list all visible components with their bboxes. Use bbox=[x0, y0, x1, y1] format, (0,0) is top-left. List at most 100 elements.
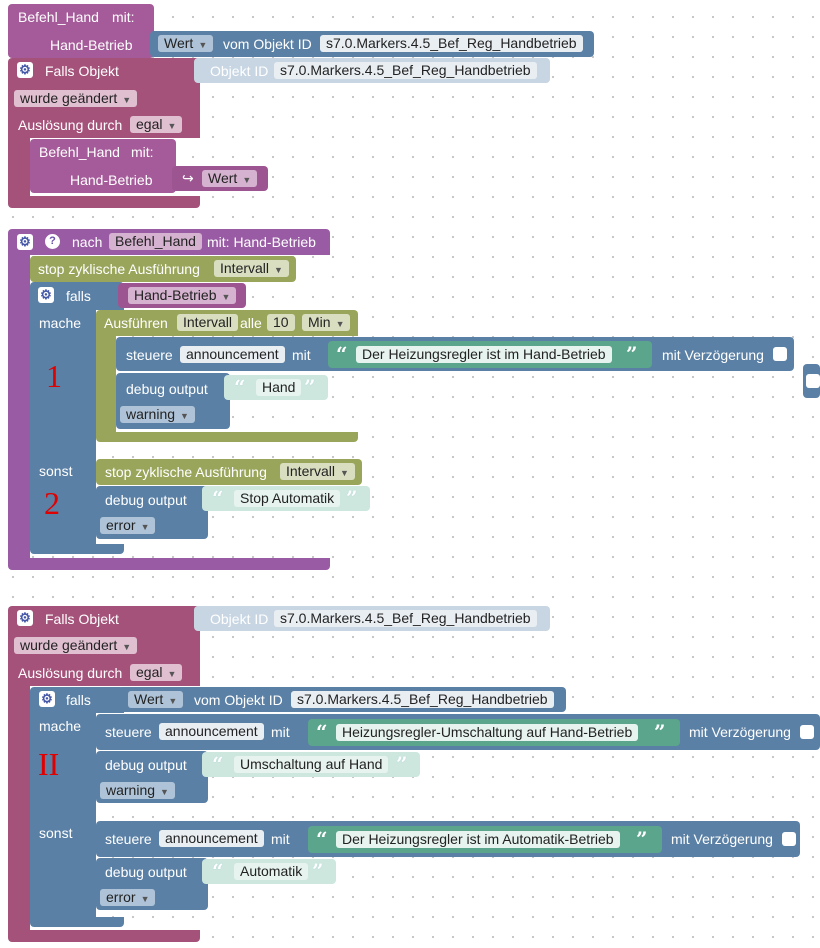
message-text-field[interactable]: Der Heizungsregler ist im Automatik-Betr… bbox=[336, 831, 620, 848]
arrow-in-icon: ↪ bbox=[182, 170, 194, 186]
message-text-field[interactable]: Der Heizungsregler ist im Hand-Betrieb bbox=[356, 346, 612, 363]
debug-output-block-4[interactable]: debug output error▼ bbox=[96, 858, 208, 910]
open-quote-icon: “ bbox=[316, 827, 328, 851]
function-definition-spine bbox=[8, 255, 30, 559]
gear-icon[interactable]: ⚙ bbox=[39, 691, 55, 707]
if-else-block-spine bbox=[30, 310, 96, 544]
log-level-dropdown[interactable]: warning▼ bbox=[100, 782, 175, 799]
checkbox-icon bbox=[806, 374, 820, 388]
delay-checkbox[interactable] bbox=[800, 725, 814, 739]
value-dropdown[interactable]: Wert▼ bbox=[158, 35, 214, 52]
condition-param-dropdown[interactable]: Hand-Betrieb▼ bbox=[128, 287, 237, 304]
ausloesung-dropdown[interactable]: egal▼ bbox=[130, 664, 183, 681]
text-literal-block-2[interactable]: “ Heizungsregler-Umschaltung auf Hand-Be… bbox=[308, 719, 680, 746]
debug-output-block-2[interactable]: debug output error▼ bbox=[96, 486, 208, 539]
interval-value-field[interactable]: 10 bbox=[267, 314, 295, 331]
unit-dropdown[interactable]: Min▼ bbox=[302, 314, 351, 331]
annotation-marker-ii: II bbox=[38, 746, 60, 782]
interval-block-header[interactable]: Ausführen Intervall alle 10 Min▼ bbox=[96, 310, 358, 336]
value-dropdown[interactable]: Wert▼ bbox=[128, 691, 184, 708]
function-call-param-row[interactable]: Hand-Betrieb bbox=[8, 31, 154, 58]
delay-checkbox[interactable] bbox=[782, 832, 796, 846]
mit-verzoegerung-label: mit Verzögerung bbox=[662, 347, 764, 363]
mit-label: mit bbox=[271, 724, 290, 740]
debug-text-field[interactable]: Umschaltung auf Hand bbox=[234, 756, 389, 773]
interval-name-field[interactable]: Intervall bbox=[177, 314, 239, 331]
stop-interval-block-2[interactable]: stop zyklische Ausführung Intervall▼ bbox=[96, 459, 362, 485]
event-block-body-spine-2 bbox=[8, 686, 30, 930]
steuere-label: steuere bbox=[105, 724, 152, 740]
interval-block-footer bbox=[96, 432, 358, 442]
vom-objekt-id-label: vom Objekt ID bbox=[223, 36, 312, 52]
debug-text-block-2[interactable]: “ Stop Automatik ” bbox=[202, 486, 370, 511]
param-value-block[interactable]: ↪ Wert▼ bbox=[172, 166, 268, 191]
debug-output-block[interactable]: debug output warning▼ bbox=[116, 373, 230, 429]
log-level-dropdown[interactable]: error▼ bbox=[100, 889, 156, 906]
debug-text-block-4[interactable]: “ Automatik ” bbox=[202, 859, 336, 884]
interval-dropdown[interactable]: Intervall▼ bbox=[214, 260, 289, 277]
text-literal-block[interactable]: “ Der Heizungsregler ist im Hand-Betrieb… bbox=[328, 341, 652, 368]
close-quote-icon: ” bbox=[626, 342, 638, 366]
falls-objekt-label: Falls Objekt bbox=[45, 611, 119, 627]
announcement-field[interactable]: announcement bbox=[159, 830, 264, 847]
function-name-field[interactable]: Befehl_Hand bbox=[109, 233, 202, 250]
trigger-type-dropdown[interactable]: wurde geändert▼ bbox=[14, 637, 138, 654]
inner-function-call[interactable]: Befehl_Hand mit: Hand-Betrieb bbox=[30, 139, 176, 193]
objekt-id-block[interactable]: Objekt ID s7.0.Markers.4.5_Bef_Reg_Handb… bbox=[194, 58, 550, 83]
objekt-id-label: Objekt ID bbox=[210, 611, 269, 627]
close-quote-icon: ” bbox=[304, 375, 316, 399]
event-block-falls-objekt-2[interactable]: ⚙ Falls Objekt wurde geändert▼ Auslösung… bbox=[8, 606, 200, 686]
object-id-field[interactable]: s7.0.Markers.4.5_Bef_Reg_Handbetrieb bbox=[320, 35, 583, 52]
wert-dropdown[interactable]: Wert▼ bbox=[202, 170, 258, 187]
debug-text-block[interactable]: “ Hand ” bbox=[224, 375, 328, 400]
ausloesung-label: Auslösung durch bbox=[18, 665, 123, 681]
trigger-type-dropdown[interactable]: wurde geändert▼ bbox=[14, 90, 138, 107]
interval-dropdown[interactable]: Intervall▼ bbox=[280, 463, 355, 480]
close-quote-icon: ” bbox=[654, 720, 666, 744]
function-call-block-befehl-hand[interactable]: Befehl_Hand mit: bbox=[8, 4, 154, 31]
debug-text-field[interactable]: Automatik bbox=[234, 863, 309, 880]
get-value-block[interactable]: Wert▼ vom Objekt ID s7.0.Markers.4.5_Bef… bbox=[150, 31, 594, 57]
vom-objekt-id-label: vom Objekt ID bbox=[194, 692, 283, 708]
function-definition-header[interactable]: ⚙ ? nach Befehl_Hand mit: Hand-Betrieb bbox=[8, 229, 330, 255]
gear-icon[interactable]: ⚙ bbox=[38, 287, 54, 303]
debug-output-label: debug output bbox=[105, 864, 187, 880]
announcement-field[interactable]: announcement bbox=[180, 346, 285, 363]
log-level-dropdown[interactable]: warning▼ bbox=[120, 406, 195, 423]
event-block-falls-objekt[interactable]: ⚙ Falls Objekt wurde geändert▼ Auslösung… bbox=[8, 58, 200, 138]
debug-text-block-3[interactable]: “ Umschaltung auf Hand ” bbox=[202, 752, 420, 777]
objekt-id-block-2[interactable]: Objekt ID s7.0.Markers.4.5_Bef_Reg_Handb… bbox=[194, 606, 550, 631]
log-level-dropdown[interactable]: error▼ bbox=[100, 517, 156, 534]
event-block-footer-2 bbox=[8, 930, 200, 942]
ausloesung-dropdown[interactable]: egal▼ bbox=[130, 116, 183, 133]
delay-checkbox[interactable] bbox=[773, 347, 787, 361]
close-quote-icon: ” bbox=[312, 859, 324, 883]
inner-mit-label: mit: bbox=[131, 144, 154, 160]
gear-icon[interactable]: ⚙ bbox=[17, 610, 33, 626]
if-else-block-header-2[interactable]: ⚙ falls bbox=[30, 687, 124, 713]
sonst-label: sonst bbox=[39, 825, 73, 841]
debug-text-field[interactable]: Hand bbox=[256, 379, 302, 396]
object-id-field[interactable]: s7.0.Markers.4.5_Bef_Reg_Handbetrieb bbox=[291, 691, 554, 708]
detached-block-fragment[interactable] bbox=[803, 364, 820, 398]
mit-label: mit: bbox=[112, 9, 135, 25]
stop-interval-block[interactable]: stop zyklische Ausführung Intervall▼ bbox=[30, 256, 296, 282]
if-else-block-footer bbox=[30, 544, 124, 554]
get-value-block-2[interactable]: Wert▼ vom Objekt ID s7.0.Markers.4.5_Bef… bbox=[118, 687, 566, 712]
steuere-label: steuere bbox=[126, 347, 173, 363]
message-text-field[interactable]: Heizungsregler-Umschaltung auf Hand-Betr… bbox=[336, 724, 639, 741]
if-else-block-header[interactable]: ⚙ falls bbox=[30, 282, 124, 310]
debug-text-field[interactable]: Stop Automatik bbox=[234, 490, 341, 507]
text-literal-block-3[interactable]: “ Der Heizungsregler ist im Automatik-Be… bbox=[308, 826, 662, 853]
gear-icon[interactable]: ⚙ bbox=[17, 234, 33, 250]
object-id-field[interactable]: s7.0.Markers.4.5_Bef_Reg_Handbetrieb bbox=[274, 62, 537, 79]
help-icon[interactable]: ? bbox=[45, 234, 60, 249]
mit-param-label: mit: Hand-Betrieb bbox=[207, 234, 316, 250]
debug-output-block-3[interactable]: debug output warning▼ bbox=[96, 751, 208, 803]
condition-param-block[interactable]: Hand-Betrieb▼ bbox=[118, 283, 246, 308]
announcement-field[interactable]: announcement bbox=[159, 723, 264, 740]
alle-label: alle bbox=[240, 315, 262, 331]
object-id-field[interactable]: s7.0.Markers.4.5_Bef_Reg_Handbetrieb bbox=[274, 610, 537, 627]
gear-icon[interactable]: ⚙ bbox=[17, 62, 33, 78]
function-definition-footer bbox=[8, 558, 330, 570]
